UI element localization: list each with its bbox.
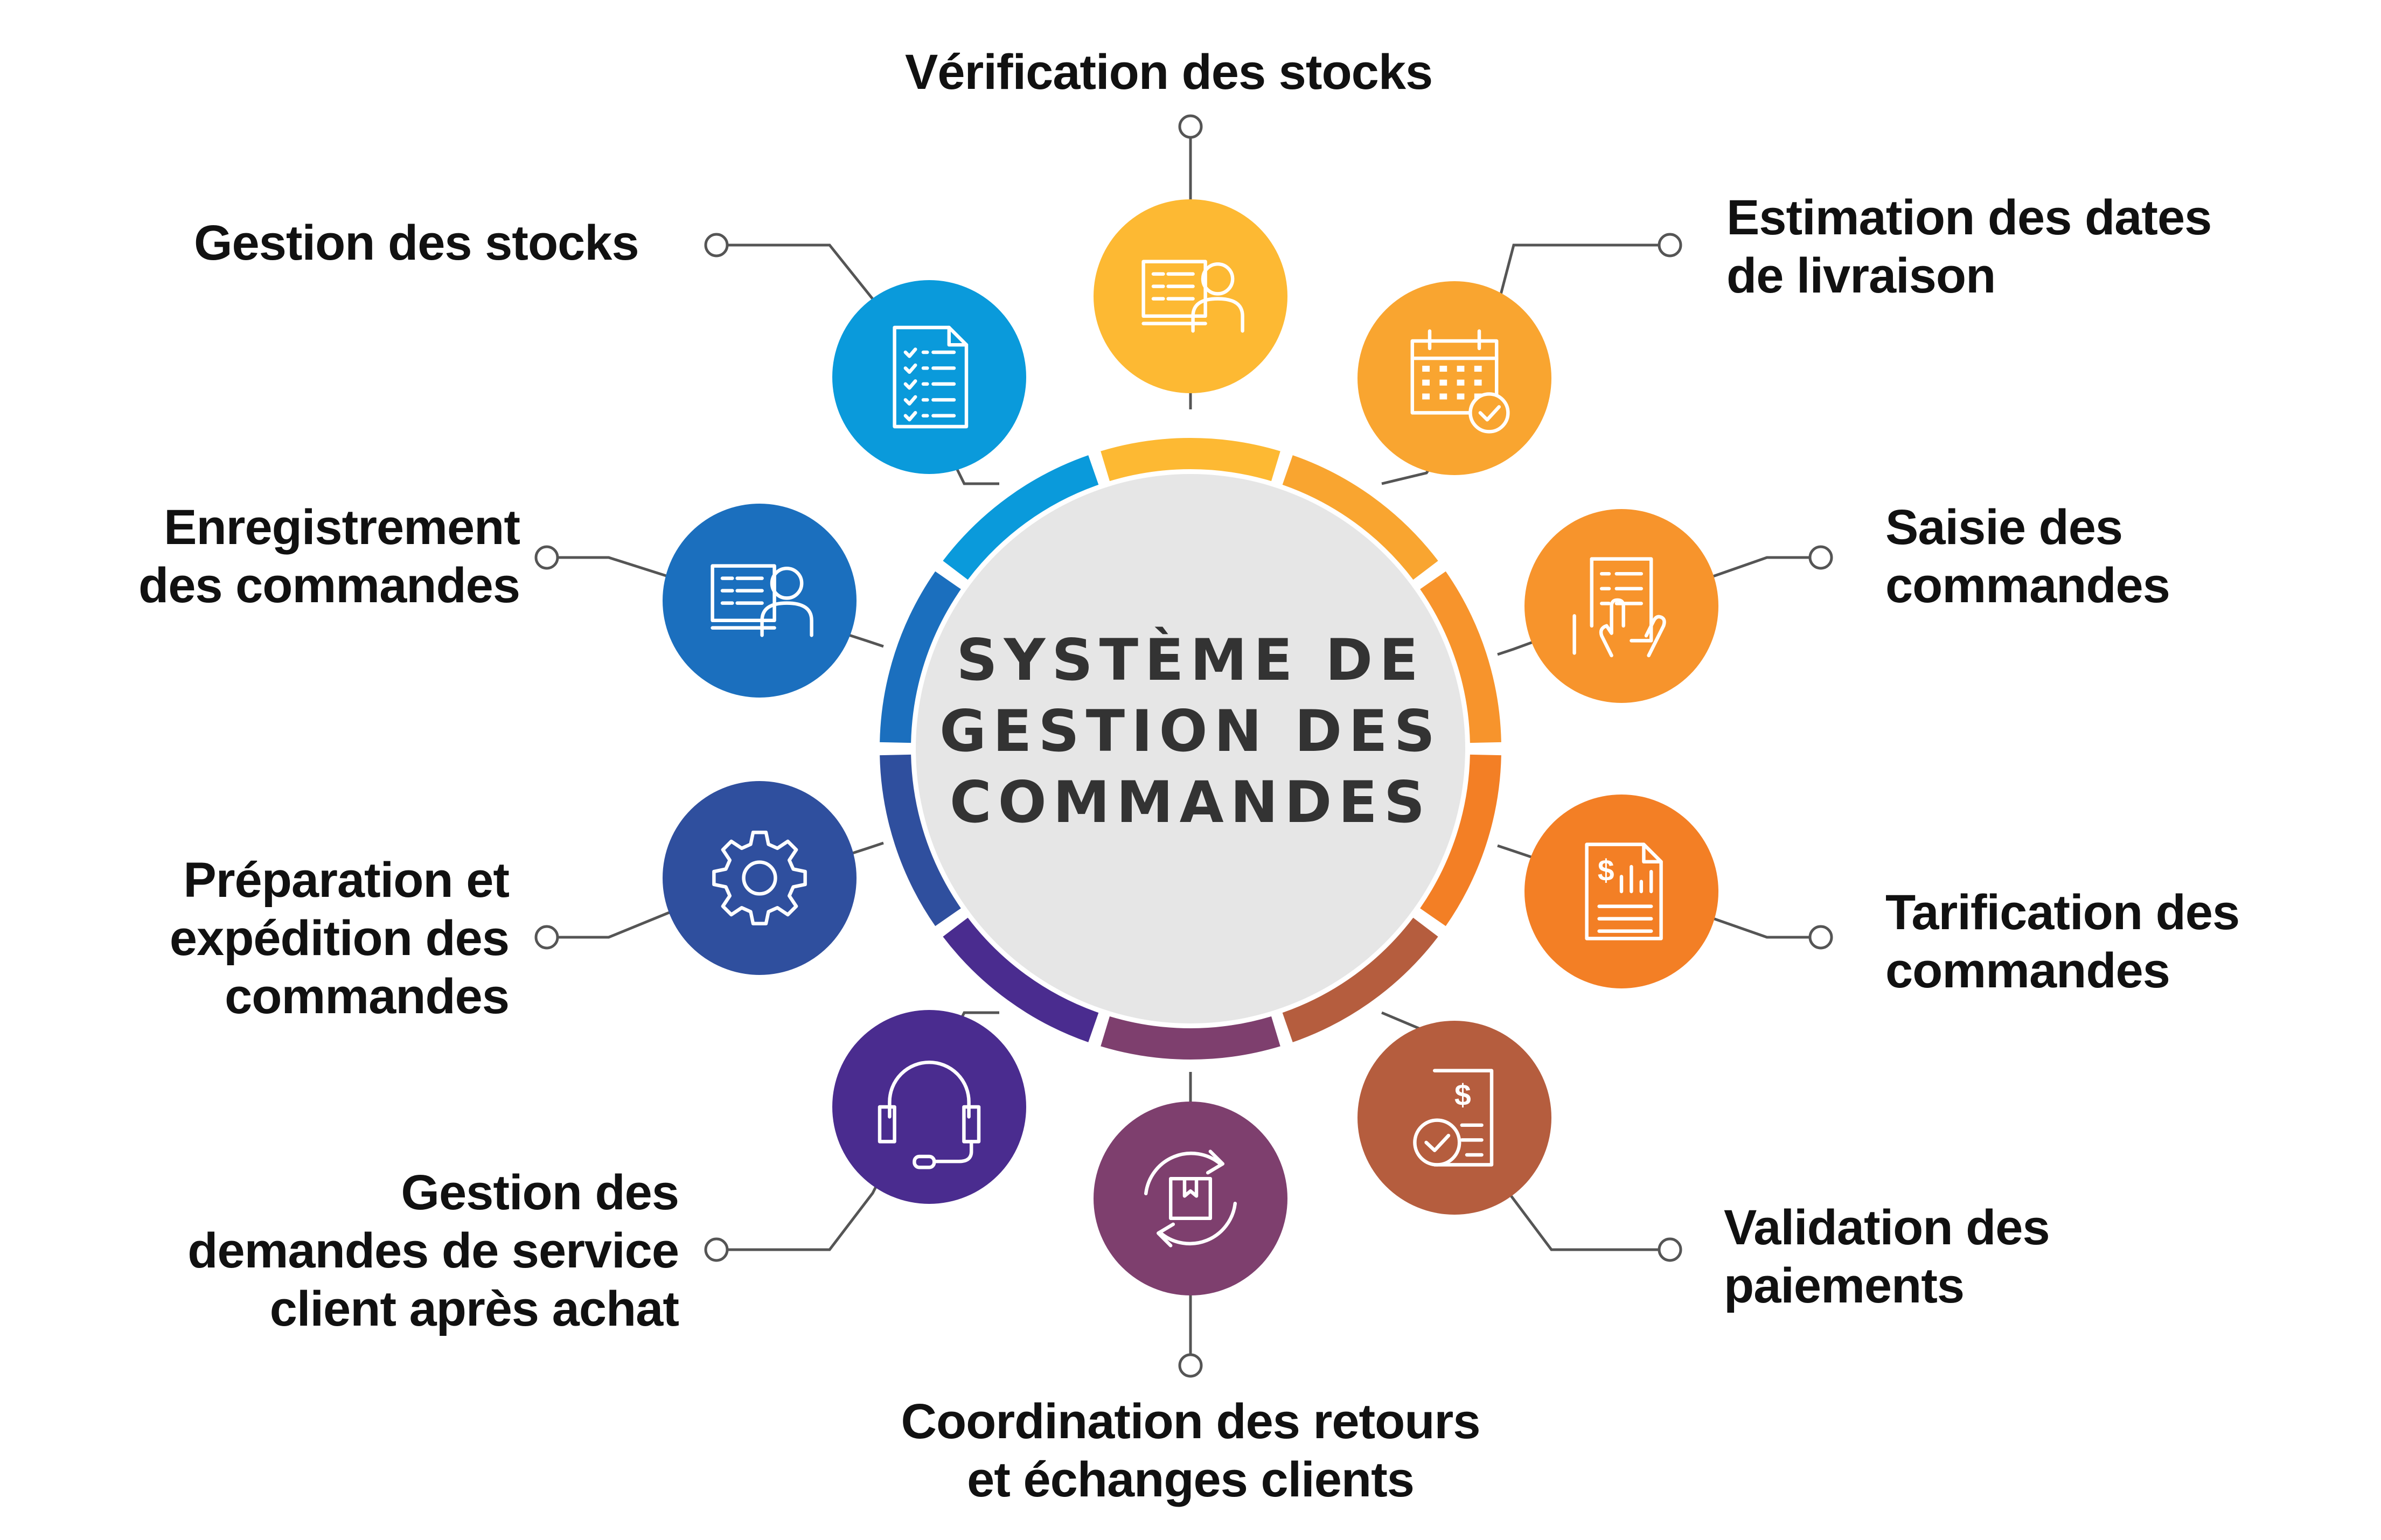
connector-dot-validation-paiements bbox=[1658, 1237, 1682, 1262]
ring-segment-preparation-expedition bbox=[880, 754, 961, 926]
node-enregistrement-commandes bbox=[663, 504, 857, 698]
box-exchange-icon bbox=[1144, 1149, 1237, 1248]
person-at-computer-icon bbox=[1141, 260, 1244, 333]
ring-segment-tarification-commandes bbox=[1420, 754, 1501, 926]
node-validation-paiements bbox=[1357, 1021, 1551, 1215]
connector-dot-saisie-commandes bbox=[1808, 545, 1833, 570]
label-estimation-livraison: Estimation des dates de livraison bbox=[1726, 190, 2212, 303]
ring-segment-validation-paiements bbox=[1282, 917, 1438, 1042]
center-circle bbox=[916, 474, 1465, 1023]
nodes: $$ bbox=[663, 199, 1718, 1295]
ring-segment-estimation-livraison bbox=[1282, 455, 1438, 580]
label-enregistrement-commandes: Enregistrement des commandes bbox=[138, 500, 520, 613]
headset-icon bbox=[878, 1061, 981, 1169]
price-document-icon: $ bbox=[1585, 842, 1663, 940]
node-saisie-commandes bbox=[1524, 509, 1718, 703]
calendar-check-icon bbox=[1410, 329, 1510, 434]
ring-segment-enregistrement-commandes bbox=[880, 571, 961, 743]
ring-segment-gestion-stocks bbox=[943, 455, 1099, 580]
invoice-check-icon: $ bbox=[1413, 1069, 1494, 1167]
connector-dot-enregistrement-commandes bbox=[534, 545, 559, 570]
label-service-client: Gestion des demandes de service client a… bbox=[187, 1165, 679, 1336]
node-preparation-expedition bbox=[663, 781, 857, 975]
label-validation-paiements: Validation des paiements bbox=[1724, 1200, 2050, 1313]
label-verification-stocks: Vérification des stocks bbox=[905, 45, 1433, 100]
node-gestion-stocks bbox=[832, 280, 1026, 474]
center-title-line-2: GESTION DES bbox=[939, 698, 1442, 764]
center-title-line-3: COMMANDES bbox=[949, 769, 1432, 835]
person-at-computer-icon bbox=[711, 564, 813, 637]
connector-dot-gestion-stocks bbox=[704, 233, 729, 257]
outer-ring bbox=[880, 438, 1501, 1060]
node-service-client bbox=[832, 1010, 1026, 1204]
gear-icon bbox=[712, 831, 807, 925]
label-saisie-commandes: Saisie des commandes bbox=[1885, 500, 2170, 613]
label-coordination-retours: Coordination des retours et échanges cli… bbox=[901, 1394, 1481, 1507]
center-title: SYSTÈME DE GESTION DES COMMANDES bbox=[878, 625, 1503, 838]
connector-dot-coordination-retours bbox=[1178, 1353, 1203, 1378]
svg-text:$: $ bbox=[1454, 1078, 1471, 1112]
connector-dot-tarification-commandes bbox=[1808, 925, 1833, 950]
connector-dot-verification-stocks bbox=[1178, 114, 1203, 139]
connector-dot-estimation-livraison bbox=[1658, 233, 1682, 257]
tablet-touch-icon bbox=[1572, 557, 1666, 658]
checklist-document-icon bbox=[893, 325, 969, 429]
connectors bbox=[534, 114, 1833, 1378]
label-preparation-expedition: Préparation et expédition des commandes bbox=[169, 853, 510, 1024]
connector-preparation-expedition bbox=[547, 841, 884, 939]
center-title-line-1: SYSTÈME DE bbox=[956, 627, 1425, 693]
ring-segment-saisie-commandes bbox=[1420, 571, 1501, 743]
label-gestion-stocks: Gestion des stocks bbox=[194, 215, 639, 270]
connector-dot-preparation-expedition bbox=[534, 925, 559, 950]
node-estimation-livraison bbox=[1357, 281, 1551, 475]
ring-segment-coordination-retours bbox=[1101, 1016, 1280, 1060]
label-tarification-commandes: Tarification des commandes bbox=[1885, 885, 2240, 998]
ring-segment-service-client bbox=[943, 917, 1099, 1042]
connector-dot-service-client bbox=[704, 1237, 729, 1262]
svg-text:$: $ bbox=[1598, 854, 1614, 887]
connector-service-client bbox=[716, 1011, 999, 1251]
ring-segment-verification-stocks bbox=[1101, 438, 1280, 482]
node-coordination-retours bbox=[1094, 1102, 1287, 1295]
node-verification-stocks bbox=[1094, 199, 1287, 393]
